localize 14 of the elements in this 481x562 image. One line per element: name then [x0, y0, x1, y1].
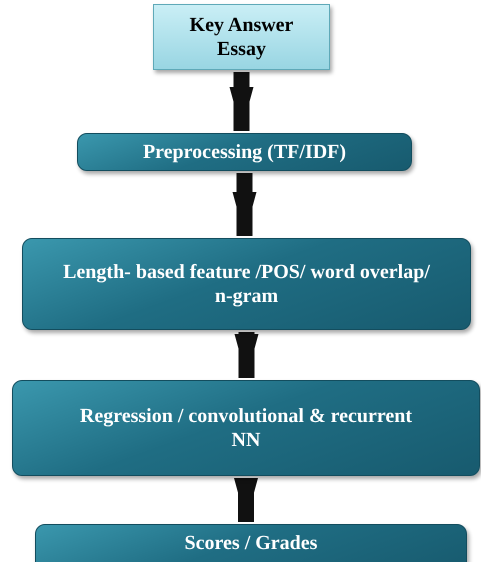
step-label: Preprocessing (TF/IDF): [142, 140, 346, 164]
input-box: [153, 4, 330, 70]
step-label: Key Answer Essay: [188, 13, 294, 61]
process-box: [22, 238, 471, 330]
output-box: [35, 524, 467, 562]
step-label: Scores / Grades: [184, 531, 318, 555]
step-label: Regression / convolutional & recurrent NN: [78, 404, 414, 452]
down-arrow: [230, 72, 254, 131]
step-label: Length- based feature /POS/ word overlap/ n-gram: [63, 260, 430, 308]
process-box: [12, 380, 480, 476]
process-box: [77, 133, 412, 171]
down-arrow: [232, 173, 256, 236]
down-arrow: [234, 478, 258, 522]
down-arrow: [234, 332, 258, 378]
